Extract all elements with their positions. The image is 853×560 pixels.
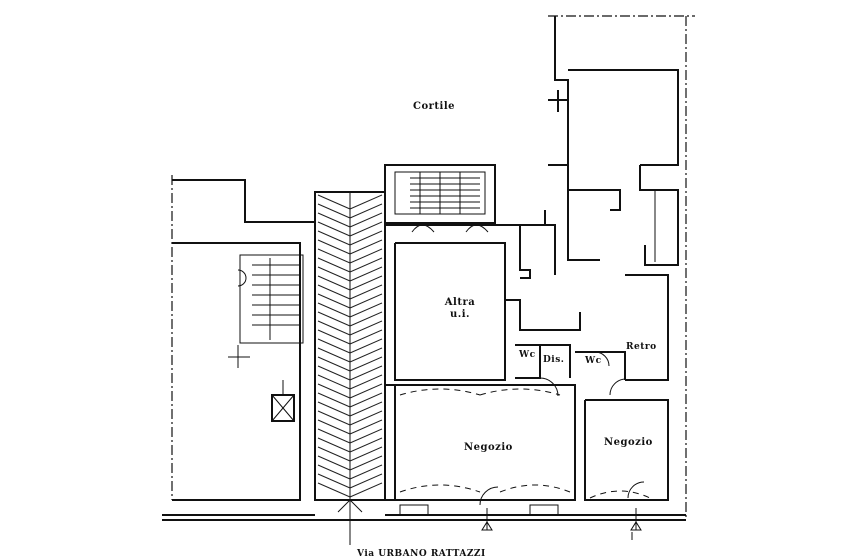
property-boundary — [171, 15, 695, 520]
altra-ui-label: Altra u.i. — [435, 297, 485, 321]
altra-label-line1: Altra — [444, 297, 476, 308]
retro-label: Retro — [626, 342, 657, 352]
right-units — [584, 274, 669, 501]
street-front — [162, 508, 686, 540]
negozio-label-2: Negozio — [604, 437, 653, 448]
wc-label-2: Wc — [585, 356, 602, 366]
upper-right-building — [548, 16, 679, 266]
passage-hatched — [314, 191, 386, 545]
altra-label-line2: u.i. — [449, 309, 471, 320]
cortile-label: Cortile — [413, 101, 455, 112]
street-name-label: Via URBANO RATTAZZI — [357, 549, 486, 559]
negozio-label-1: Negozio — [464, 442, 513, 453]
left-building — [172, 179, 315, 501]
dis-label: Dis. — [543, 355, 565, 365]
wc-label-1: Wc — [519, 350, 536, 360]
staircase-top — [384, 164, 496, 233]
